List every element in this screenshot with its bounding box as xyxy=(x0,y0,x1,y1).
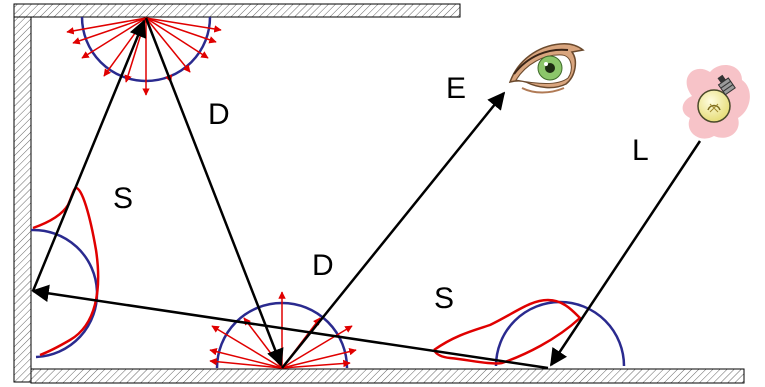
path-floor-to-wall xyxy=(31,284,549,370)
label-specular-floor: S xyxy=(434,282,454,315)
path-wall-to-ceiling xyxy=(31,19,147,292)
eye-icon xyxy=(508,43,585,94)
light-bulb-icon xyxy=(682,65,750,139)
light-path-arrows xyxy=(31,17,702,370)
path-light-to-floor xyxy=(549,140,702,367)
ceiling-wall xyxy=(13,3,461,18)
label-light-path: L xyxy=(632,134,649,167)
path-ceiling-to-floor xyxy=(144,17,284,367)
left-wall xyxy=(13,16,32,383)
label-eye-path: E xyxy=(446,72,466,105)
path-floor-to-eye xyxy=(281,91,506,369)
label-diffuse-upper: D xyxy=(208,98,230,131)
label-specular-left: S xyxy=(113,182,133,215)
floor-specular-lobe xyxy=(432,298,582,365)
label-diffuse-lower: D xyxy=(312,249,334,282)
floor-wall xyxy=(30,368,745,384)
walls xyxy=(13,3,745,384)
path-labels: S D E D L S xyxy=(113,72,649,315)
wall-diffuse-lobe xyxy=(30,228,99,359)
